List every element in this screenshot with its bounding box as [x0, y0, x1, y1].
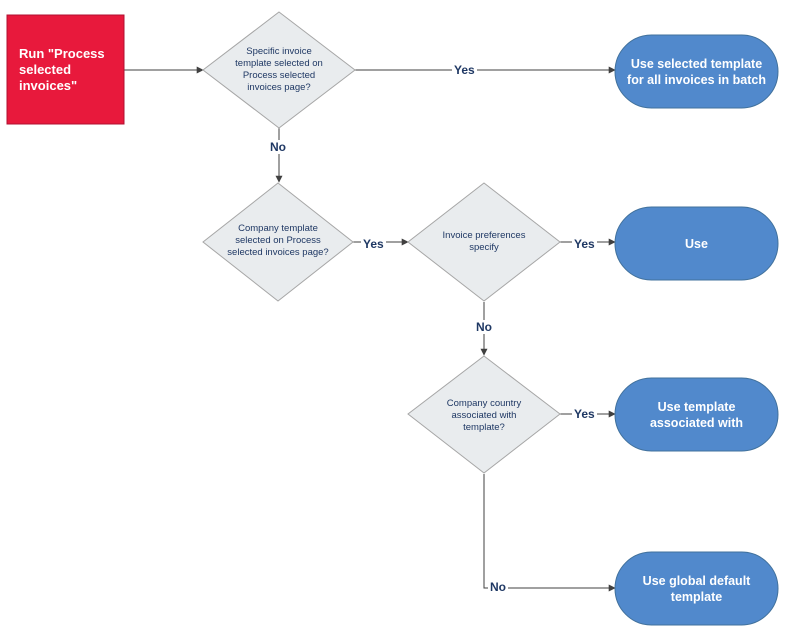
decision-company-template: [202, 182, 354, 302]
start-node: [6, 14, 125, 125]
decision-country-text: Company country associated with template…: [446, 398, 522, 433]
decision-invoice-preferences: [407, 182, 561, 302]
terminal-global-default: [614, 551, 779, 626]
terminal-use-text: Use: [685, 236, 708, 251]
edge-label-prefs-no: No: [474, 320, 494, 334]
edge-country-no: [483, 474, 616, 592]
terminal-associated-template: [614, 377, 779, 452]
decision-specific-text: Specific invoice template selected on Pr…: [235, 46, 323, 93]
edge-label-country-no: No: [488, 580, 508, 594]
decision-prefs-text: Invoice preferences specify: [442, 230, 526, 253]
terminal-selected-template: [614, 34, 779, 109]
edge-label-company-yes: Yes: [361, 237, 386, 251]
terminal-selected-text: Use selected template for all invoices i…: [627, 56, 766, 87]
edge-label-country-yes: Yes: [572, 407, 597, 421]
terminal-global-text: Use global default template: [642, 573, 751, 604]
decision-specific-template: [202, 11, 356, 129]
decision-company-text: Company template selected on Process sel…: [227, 223, 329, 258]
edge-label-specific-no: No: [268, 140, 288, 154]
decision-company-country: [407, 355, 561, 474]
start-node-text: Run "Process selected invoices": [19, 45, 105, 93]
edge-label-specific-yes: Yes: [452, 63, 477, 77]
terminal-associated-text: Use template associated with: [649, 399, 744, 430]
edge-label-prefs-yes: Yes: [572, 237, 597, 251]
terminal-use: [614, 206, 779, 281]
